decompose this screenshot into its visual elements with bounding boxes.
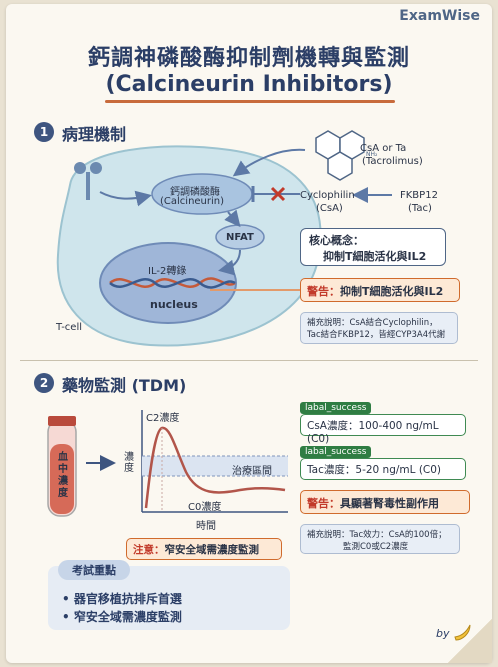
calcineurin-label: 鈣調磷酸酶 bbox=[170, 187, 220, 198]
caution-text: 窄安全域需濃度監測 bbox=[164, 544, 260, 556]
fkbp-label: FKBP12 bbox=[400, 190, 438, 201]
caution-prefix: 注意： bbox=[133, 544, 165, 556]
blood-level-label: 血中濃度 bbox=[58, 452, 68, 499]
concentration-curve bbox=[144, 426, 286, 509]
csa-status-tag: labal_success bbox=[300, 402, 372, 414]
keypoints-title: 考試重點 bbox=[58, 560, 130, 580]
receptor-icon bbox=[74, 162, 102, 200]
drug-molecule-icon bbox=[315, 130, 365, 181]
toxicity-warning-text: 具顯著腎毒性副作用 bbox=[340, 497, 439, 510]
c2-label: C2濃度 bbox=[146, 413, 180, 424]
note-line1: 補充說明：CsA結合Cyclophilin， bbox=[307, 318, 438, 328]
page-subtitle: (Calcineurin Inhibitors) bbox=[105, 72, 393, 97]
drug-label-line2: (Tacrolimus) bbox=[362, 156, 423, 167]
fkbp-sub: (Tac) bbox=[408, 203, 432, 214]
nucleus-label: nucleus bbox=[150, 298, 198, 311]
section2-title: 藥物監測 (TDM) bbox=[62, 376, 187, 395]
blood-tube-icon bbox=[47, 416, 77, 517]
toxicity-warning-box: 警告：具顯著腎毒性副作用 bbox=[300, 490, 470, 514]
section-divider bbox=[20, 360, 478, 361]
keypoint-text-2: 窄安全域需濃度監測 bbox=[73, 610, 182, 624]
brand-logo: ExamWise bbox=[399, 8, 480, 24]
tdm-note-line2: 監測C0或C2濃度 bbox=[343, 542, 409, 552]
keypoint-item-2: • 窄安全域需濃度監測 bbox=[62, 610, 182, 624]
t-cell-label: T-cell bbox=[56, 322, 83, 333]
tdm-note-line1: 補充說明：Tac效力：CsA的100倍； bbox=[307, 530, 447, 540]
warning-prefix: 警告： bbox=[307, 285, 340, 298]
y-axis-label: 濃度 bbox=[124, 452, 134, 474]
title-underline bbox=[105, 100, 395, 103]
page-title: 鈣調神磷酸酶抑制劑機轉與監測 bbox=[87, 46, 410, 71]
csa-range-box: CsA濃度：100-400 ng/mL (C0) bbox=[300, 414, 466, 445]
section1-title: 病理機制 bbox=[62, 125, 127, 144]
tdm-note-box: 補充說明：Tac效力：CsA的100倍； 監測C0或C2濃度 bbox=[300, 524, 460, 554]
cyclophilin-sub: (CsA) bbox=[316, 203, 343, 214]
banana-icon bbox=[454, 624, 471, 641]
warning-text: 抑制T細胞活化與IL2 bbox=[340, 285, 444, 298]
x-axis-label: 時間 bbox=[196, 521, 216, 532]
drug-label-line1: CsA or Ta bbox=[360, 143, 407, 154]
section2-number: 2 bbox=[34, 373, 54, 393]
nucleus-shape bbox=[99, 242, 237, 324]
il2-label: IL-2轉錄 bbox=[148, 266, 187, 277]
nfat-label: NFAT bbox=[226, 232, 254, 243]
dna-helix bbox=[109, 277, 236, 289]
c0-label: C0濃度 bbox=[188, 502, 222, 513]
cyclophilin-label: Cyclophilin bbox=[300, 190, 355, 201]
note-line2: Tac結合FKBP12，皆經CYP3A4代謝 bbox=[307, 330, 446, 340]
tac-status-tag: labal_success bbox=[300, 446, 372, 458]
tac-range-box: Tac濃度：5-20 ng/mL (C0) bbox=[300, 458, 466, 480]
signature-text: by bbox=[436, 627, 450, 640]
block-cross-icon bbox=[270, 186, 286, 202]
toxicity-warning-prefix: 警告： bbox=[307, 497, 340, 510]
core-concept-title: 核心概念： bbox=[309, 234, 364, 247]
core-concept-box: 核心概念： 抑制T細胞活化與IL2 bbox=[300, 228, 446, 266]
therapeutic-range-band bbox=[142, 456, 288, 476]
caution-box: 注意：窄安全域需濃度監測 bbox=[126, 538, 282, 560]
section1-number: 1 bbox=[34, 122, 54, 142]
therapeutic-range-label: 治療區間 bbox=[232, 466, 272, 477]
calcineurin-english: (Calcineurin) bbox=[160, 196, 225, 207]
svg-text:NH₂: NH₂ bbox=[366, 151, 378, 158]
keypoint-text-1: 器官移植抗排斥首選 bbox=[73, 592, 182, 606]
mechanism-note-box: 補充說明：CsA結合Cyclophilin， Tac結合FKBP12，皆經CYP… bbox=[300, 312, 458, 344]
core-concept-text: 抑制T細胞活化與IL2 bbox=[323, 250, 427, 263]
keypoint-item-1: • 器官移植抗排斥首選 bbox=[62, 592, 182, 606]
mechanism-warning-box: 警告：抑制T細胞活化與IL2 bbox=[300, 278, 460, 302]
